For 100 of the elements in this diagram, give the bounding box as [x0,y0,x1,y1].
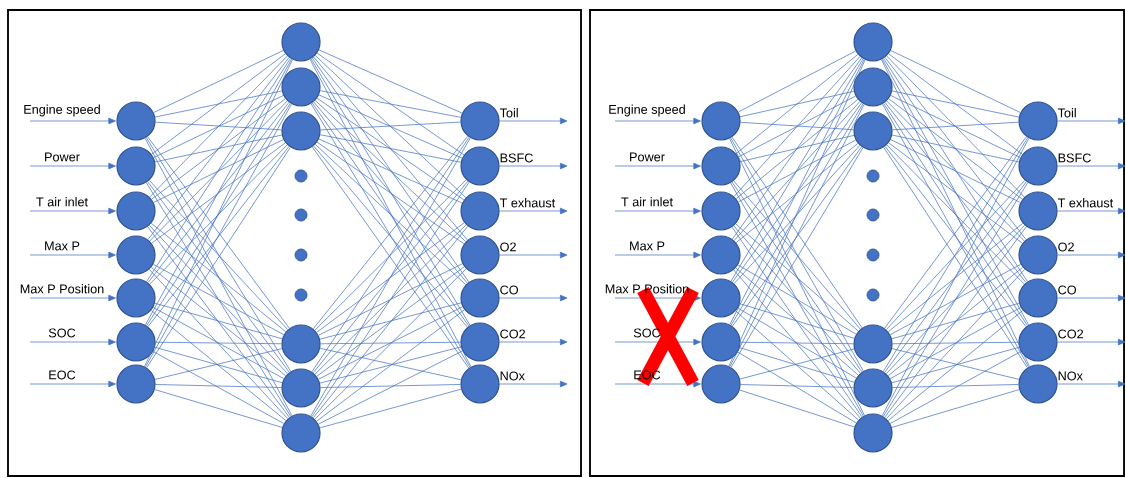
neuron-circle [701,146,741,186]
connection-line [884,226,1027,418]
neuron-circle [281,368,321,408]
neuron-circle [853,22,893,62]
connection-line [735,267,859,376]
connection-line [887,266,1024,377]
connection-line [889,263,1022,336]
output-arrow [499,380,568,388]
connection-line [153,95,284,158]
connection-line [731,181,863,373]
connection-line [154,90,283,118]
connection-line [152,263,285,336]
output-arrow [1057,294,1126,302]
connection-line [316,222,465,333]
connection-line [730,58,864,282]
input-arrow [29,294,116,302]
connection-line [883,58,1028,282]
neuron-circle [1018,101,1058,141]
connection-line [729,138,865,416]
connection-line [881,137,1030,417]
input-arrow [614,117,701,125]
connection-line [891,90,1020,118]
connection-line [887,222,1024,333]
connection-line [737,351,857,424]
neuron-circle [701,101,741,141]
input-arrow [29,338,116,346]
neuron-circle [281,22,321,62]
neuron-circle [281,111,321,151]
neuron-circle [1018,322,1058,362]
connection-line [147,226,290,418]
connection-line [890,95,1021,158]
connection-line [155,341,282,345]
connection-line [884,102,1027,283]
output-label: CO [500,285,518,295]
connection-line [731,226,863,418]
connection-line [311,57,470,283]
connection-line [318,138,463,204]
connection-line [733,56,861,197]
connection-line [318,350,463,425]
neuron-circle [853,413,893,453]
neuron-circle [853,324,893,364]
connection-line [730,103,864,326]
neuron-circle [701,364,741,404]
output-label: CO2 [500,329,526,339]
neuron-circle [1018,364,1058,404]
connection-line [738,95,856,158]
connection-line [150,222,287,333]
output-arrow [1057,207,1126,215]
connection-line [732,57,862,240]
neuron-circle [460,364,500,404]
output-arrow [1057,380,1126,388]
connection-line [320,121,461,131]
connection-line [733,101,861,241]
connection-line [886,144,1025,285]
connection-line [151,142,286,244]
output-arrow [499,294,568,302]
connection-line [150,266,287,377]
connection-line [740,121,854,131]
connection-line [319,388,462,429]
connection-line [318,263,463,336]
input-arrow [614,207,701,215]
connection-line [888,142,1023,244]
neuron-circle [701,278,741,318]
neuron-circle [116,364,156,404]
neuron-circle [281,324,321,364]
input-label: Max P Position [20,284,104,294]
input-label: SOC [48,328,76,338]
connection-line [314,144,467,285]
connection-line [148,180,289,330]
connection-line [318,94,463,159]
connection-line [149,224,288,375]
connection-line [314,179,467,331]
connection-line [733,180,861,330]
connection-line [148,269,289,419]
connection-line [884,181,1027,373]
neuron-circle [853,111,893,151]
connection-line [886,224,1026,375]
neuron-circle [281,67,321,107]
connection-line [735,223,859,332]
connection-line [144,137,293,417]
neuron-circle [460,278,500,318]
connection-line [891,389,1020,428]
connection-line [886,55,1025,198]
input-label: SOC [633,328,661,338]
neuron-circle [116,235,156,275]
connection-line [885,180,1026,330]
neuron-circle [116,101,156,141]
neuron-circle [853,67,893,107]
connection-line [314,55,467,198]
output-label: NOx [1058,371,1083,381]
input-label: T air inlet [621,197,673,207]
output-label: NOx [500,371,525,381]
connection-line [320,341,461,345]
neuron-circle [460,101,500,141]
connection-line [147,57,290,240]
connection-line [729,104,865,367]
connection-line [891,134,1020,163]
connection-line [732,102,862,283]
connection-line [314,224,467,375]
connection-line [146,58,291,282]
